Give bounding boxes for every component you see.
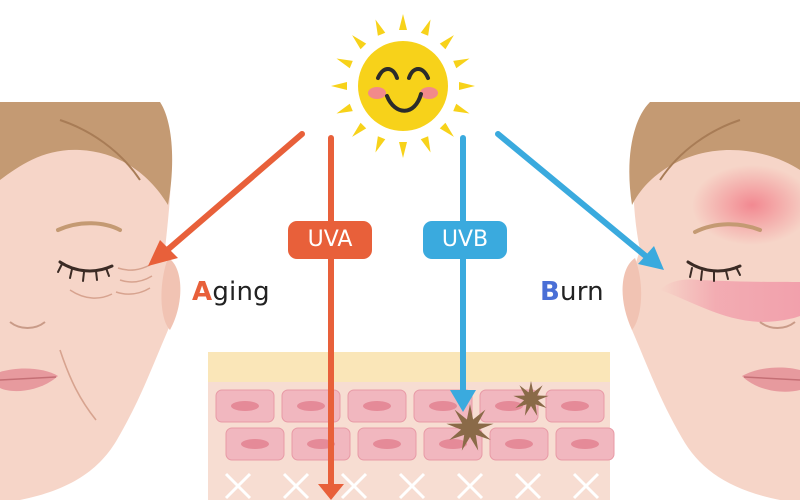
damage-spot-icon <box>446 381 549 451</box>
sun-ray <box>420 19 431 36</box>
cell-nucleus <box>505 439 533 449</box>
dermis-fiber <box>398 472 426 500</box>
cell-nucleus <box>297 401 325 411</box>
uvb-penetration-arrow <box>450 135 476 412</box>
cell-nucleus <box>495 401 523 411</box>
dermis-fiber <box>456 472 484 500</box>
sun-ray <box>336 58 353 69</box>
cell-nucleus <box>241 439 269 449</box>
sun-ray <box>439 35 454 50</box>
sun-ray <box>399 14 407 30</box>
sun-ray <box>453 103 470 114</box>
cell-nucleus <box>373 439 401 449</box>
aging-initial: A <box>192 277 213 307</box>
uva-label: UVA <box>288 221 372 259</box>
aged-face-icon <box>0 102 181 500</box>
skin-layers-icon <box>208 352 615 500</box>
sun-ray <box>420 136 431 153</box>
sun-ray <box>375 19 386 36</box>
cell-nucleus <box>363 401 391 411</box>
cell-nucleus <box>429 401 457 411</box>
uva-penetration-arrow <box>318 135 344 500</box>
dermis-fiber <box>224 472 252 500</box>
uva-aging-arrow <box>148 131 305 266</box>
sun-ray <box>352 122 367 137</box>
dermis-fiber <box>572 472 600 500</box>
dermis-fiber <box>282 472 310 500</box>
dermis-fiber <box>340 472 368 500</box>
burn-rest: urn <box>560 277 604 307</box>
sunburned-face-icon <box>622 102 800 500</box>
sun-ray <box>399 142 407 158</box>
dermis-fiber <box>514 472 542 500</box>
uvb-burn-arrow <box>495 131 664 270</box>
cell-nucleus <box>571 439 599 449</box>
uvb-label: UVB <box>423 221 507 259</box>
burn-initial: B <box>540 277 561 307</box>
cell-nucleus <box>561 401 589 411</box>
sun-ray <box>336 103 353 114</box>
sun-ray <box>352 35 367 50</box>
aging-label: Aging <box>192 277 270 307</box>
cell-nucleus <box>439 439 467 449</box>
sun-ray <box>375 136 386 153</box>
sun-ray <box>459 82 475 90</box>
sun-ray <box>453 58 470 69</box>
cell-nucleus <box>231 401 259 411</box>
aging-rest: ging <box>212 277 270 307</box>
sun-ray <box>439 122 454 137</box>
smiling-sun-icon <box>331 14 475 158</box>
burn-label: Burn <box>540 277 604 307</box>
sun-ray <box>331 82 347 90</box>
